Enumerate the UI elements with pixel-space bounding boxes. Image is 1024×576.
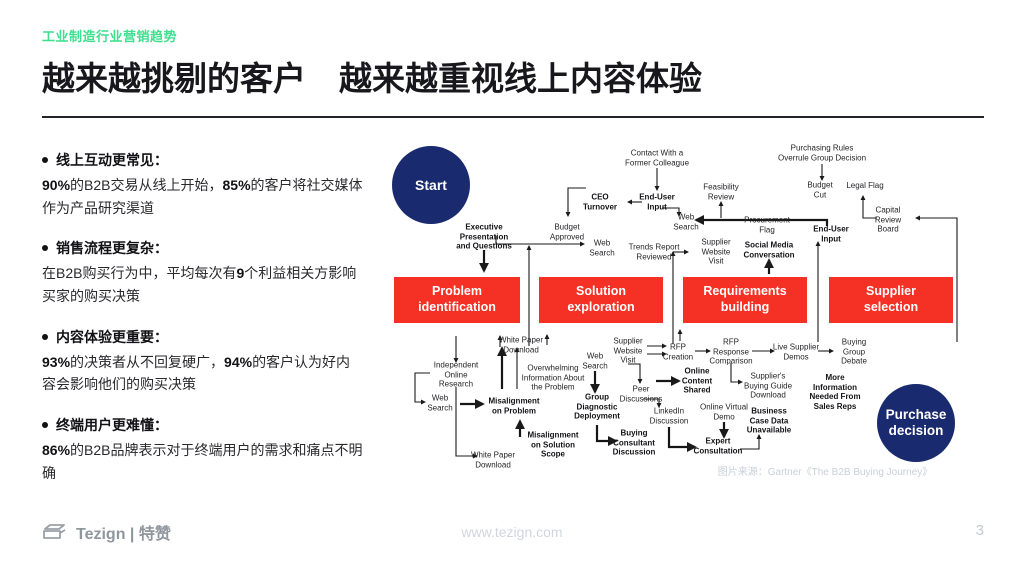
bullet-dot-icon (42, 157, 48, 163)
list-item: 内容体验更重要： 93%的决策者从不回复硬广，94%的客户认为好内容会影响他们的… (42, 327, 364, 396)
node-trends-report-reviewed: Trends Report Reviewed (628, 242, 680, 261)
footer-brand: Tezign | 特赞 (42, 520, 171, 544)
node-legal-flag: Legal Flag (846, 181, 884, 191)
list-item: 线上互动更常见： 90%的B2B交易从线上开始，85%的客户将社交媒体作为产品研… (42, 150, 364, 219)
node-executive-presentation: Executive Presentation and Questions (456, 222, 512, 251)
bullet-heading-text: 内容体验更重要： (56, 328, 168, 345)
node-budget-cut: Budget Cut (807, 180, 833, 199)
bullet-body: 93%的决策者从不回复硬广，94%的客户认为好内容会影响他们的购买决策 (42, 353, 351, 393)
bullet-heading: 销售流程更复杂： (42, 238, 364, 258)
footer-brand-text: Tezign | 特赞 (76, 526, 171, 543)
bullet-body: 86%的B2B品牌表示对于终端用户的需求和痛点不明确 (42, 442, 363, 481)
node-supplier-website-visit-2: Supplier Website Visit (613, 336, 643, 365)
node-rfp-response-comparison: RFP Response Comparison (709, 337, 753, 366)
node-online-virtual-demo: Online Virtual Demo (700, 402, 748, 421)
page-title: 越来越挑剔的客户 越来越重视线上内容体验 (42, 60, 702, 97)
node-rfp-creation: RFP Creation (662, 342, 694, 361)
list-item: 终端用户更难懂： 86%的B2B品牌表示对于终端用户的需求和痛点不明确 (42, 415, 364, 484)
node-white-paper-download-1: White Paper Download (498, 335, 544, 354)
node-procurement-flag: Procurement Flag (744, 215, 790, 234)
bullet-heading: 终端用户更难懂： (42, 415, 364, 435)
node-contact-former-colleague: Contact With a Former Colleague (624, 148, 690, 167)
list-item: 销售流程更复杂： 在B2B购买行为中，平均每次有9个利益相关方影响买家的购买决策 (42, 238, 364, 307)
node-linkedin-discussion: LinkedIn Discussion (649, 406, 689, 425)
node-independent-online-research: Independent Online Research (433, 360, 479, 389)
bullet-dot-icon (42, 333, 48, 340)
node-overwhelming-information: Overwhelming Information About the Probl… (521, 363, 585, 392)
bullet-heading-text: 线上互动更常见： (56, 152, 168, 168)
node-group-diagnostic-deployment: Group Diagnostic Deployment (574, 392, 620, 421)
node-supplier-website-visit-1: Supplier Website Visit (701, 237, 731, 266)
image-source-caption: 图片来源：Gartner《The B2B Buying Journey》 (717, 467, 933, 478)
bullet-body: 在B2B购买行为中，平均每次有9个利益相关方影响买家的购买决策 (42, 265, 357, 305)
node-web-search-2: Web Search (589, 238, 615, 257)
bullet-heading: 线上互动更常见： (42, 150, 364, 170)
node-social-media-conversation: Social Media Conversation (743, 240, 795, 259)
slide-eyebrow: 工业制造行业营销趋势 (42, 29, 178, 44)
b2b-buying-journey-diagram: Start Purchase decision Problem identifi… (390, 140, 1010, 490)
node-live-supplier-demos: Live Supplier Demos (772, 342, 820, 361)
node-suppliers-buying-guide-download: Supplier's Buying Guide Download (743, 371, 793, 400)
key-points-list: 线上互动更常见： 90%的B2B交易从线上开始，85%的客户将社交媒体作为产品研… (42, 150, 364, 503)
node-budget-approved: Budget Approved (549, 222, 585, 241)
node-web-search-1: Web Search (673, 212, 699, 231)
purchase-decision-node: Purchase decision (877, 384, 955, 462)
page-number: 3 (975, 522, 984, 539)
node-ceo-turnover: CEO Turnover (582, 192, 618, 211)
bullet-dot-icon (42, 422, 48, 429)
node-expert-consultation: Expert Consultation (693, 436, 743, 455)
node-online-content-shared: Online Content Shared (681, 366, 713, 395)
start-node: Start (392, 146, 470, 224)
node-feasibility-review: Feasibility Review (703, 182, 739, 201)
bullet-body: 90%的B2B交易从线上开始，85%的客户将社交媒体作为产品研究渠道 (42, 177, 363, 216)
bullet-heading-text: 销售流程更复杂： (56, 240, 168, 257)
node-white-paper-download-2: White Paper Download (470, 450, 516, 469)
stage-requirements-building: Requirements building (683, 277, 807, 323)
title-divider (42, 116, 984, 118)
node-capital-review-board: Capital Review Board (874, 205, 902, 234)
node-end-user-input-2: End-User Input (813, 224, 849, 243)
node-misalignment-on-solution-scope: Misalignment on Solution Scope (527, 430, 579, 459)
footer-url: www.tezign.com (461, 524, 563, 540)
diagram-arrows (414, 164, 958, 459)
stage-solution-exploration: Solution exploration (539, 277, 663, 323)
stage-problem-identification: Problem identification (394, 277, 520, 323)
tezign-logo-icon (43, 524, 66, 539)
bullet-heading: 内容体验更重要： (42, 327, 364, 347)
node-purchasing-rules: Purchasing Rules Overrule Group Decision (777, 143, 867, 162)
node-misalignment-on-problem: Misalignment on Problem (488, 396, 540, 415)
node-business-case-data-unavailable: Business Case Data Unavailable (746, 406, 792, 435)
node-buying-consultant-discussion: Buying Consultant Discussion (612, 428, 656, 457)
bullet-dot-icon (42, 245, 48, 252)
node-more-information-needed: More Information Needed From Sales Reps (809, 372, 861, 411)
node-web-search-3: Web Search (427, 393, 453, 412)
node-end-user-input-1: End-User Input (639, 192, 675, 211)
node-buying-group-debate: Buying Group Debate (841, 337, 867, 366)
node-peer-discussions: Peer Discussions (619, 384, 663, 403)
node-web-search-4: Web Search (582, 351, 608, 370)
bullet-heading-text: 终端用户更难懂： (56, 417, 168, 434)
stage-supplier-selection: Supplier selection (829, 277, 953, 323)
